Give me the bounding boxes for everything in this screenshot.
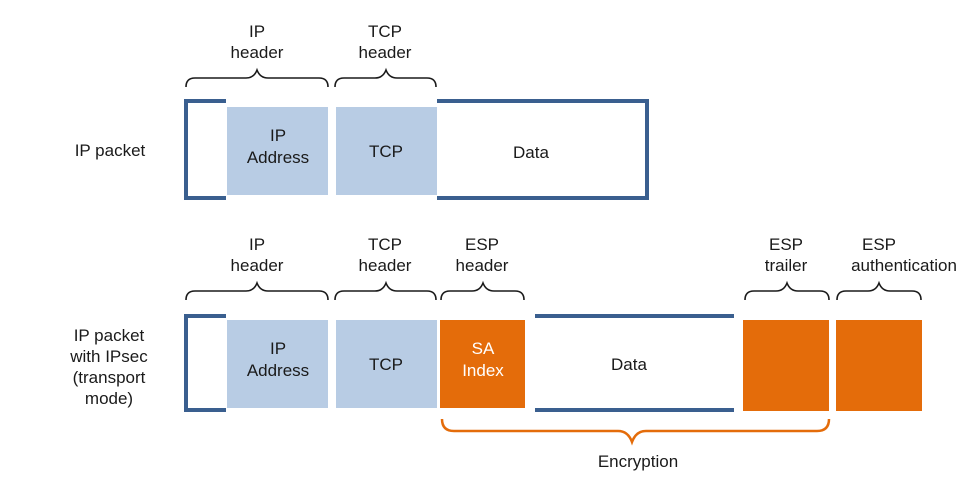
encryption-label: Encryption [598, 452, 678, 471]
ip-header-brace [185, 67, 329, 88]
ipsec-packet-frame-left [184, 314, 226, 412]
ip-header-brace2 [185, 280, 329, 301]
ipsec-row-label-line4: mode) [85, 389, 133, 408]
tcp-header-label-line1: TCP [368, 22, 402, 41]
esp-trailer-brace [744, 280, 830, 301]
tcp-block [336, 107, 437, 195]
sa-index-block [440, 320, 525, 408]
esp-header-label-line2: header [456, 256, 509, 275]
esp-trailer-block [743, 320, 829, 411]
ip-header-label-line2: header [231, 43, 284, 62]
tcp-header-brace2 [334, 280, 437, 301]
ip-packet-label: IP packet [75, 141, 146, 160]
sa-index-text-line1: SA [472, 339, 495, 358]
esp-auth-label-line1: ESP [862, 235, 896, 254]
tcp-block2 [336, 320, 437, 408]
ip-address-text-line1: IP [270, 126, 286, 145]
tcp-header-brace [334, 67, 437, 88]
data2-text: Data [611, 355, 647, 374]
tcp-header-label-line2: header [359, 43, 412, 62]
ip-header-label2-line2: header [231, 256, 284, 275]
esp-header-brace [440, 280, 525, 301]
esp-header-label-line1: ESP [465, 235, 499, 254]
data-text: Data [513, 143, 549, 162]
tcp2-text: TCP [369, 355, 403, 374]
ip-address-block2 [227, 320, 328, 408]
tcp-text: TCP [369, 142, 403, 161]
esp-trailer-label-line1: ESP [769, 235, 803, 254]
ip-header-label-line1: IP [249, 22, 265, 41]
esp-trailer-label-line2: trailer [765, 256, 808, 275]
tcp-header-label2-line1: TCP [368, 235, 402, 254]
ipsec-row-label-line1: IP packet [74, 326, 145, 345]
sa-index-text-line2: Index [462, 361, 504, 380]
esp-auth-label-line2: authentication [851, 256, 957, 275]
ipsec-row-label-line3: (transport [73, 368, 146, 387]
ipsec-row-label-line2: with IPsec [69, 347, 148, 366]
esp-auth-block [836, 320, 922, 411]
ip-packet-row: IP packet IP header TCP header IP Addres… [75, 22, 649, 200]
ip-header-label2-line1: IP [249, 235, 265, 254]
tcp-header-label2-line2: header [359, 256, 412, 275]
ip-address-block [227, 107, 328, 195]
encryption-brace [440, 418, 831, 446]
ip-address2-text-line2: Address [247, 361, 309, 380]
ip-address-text-line2: Address [247, 148, 309, 167]
ip-packet-frame-left [184, 99, 226, 200]
ip-packet-frame-right [437, 99, 649, 200]
esp-auth-brace [836, 280, 922, 301]
ip-address2-text-line1: IP [270, 339, 286, 358]
ipsec-packet-row: IP packet with IPsec (transport mode) IP… [69, 235, 957, 471]
